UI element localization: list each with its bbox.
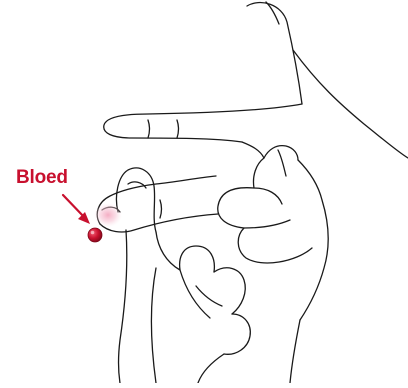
callout-arrow (63, 195, 90, 224)
blood-drop (88, 228, 102, 242)
puncture-glow (94, 203, 122, 227)
back-hand-palm-lower (298, 160, 328, 320)
front-hand-finger-crease (180, 270, 210, 318)
back-hand-knuckle-bump (278, 150, 286, 176)
front-hand-finger-crease-2 (196, 286, 222, 306)
back-hand-curled-finger (218, 158, 312, 263)
front-hand-thumb (116, 168, 156, 232)
front-hand-wrist (198, 354, 224, 383)
back-hand-index-crease-1 (148, 120, 150, 138)
back-hand-palm-edge (293, 50, 408, 158)
back-hand-curled-crease (254, 188, 282, 204)
front-hand-thumb-inner (119, 230, 127, 383)
back-hand-wrist-lower (290, 320, 300, 383)
front-hand-finger-1 (156, 232, 214, 272)
back-hand-index-finger (104, 104, 302, 142)
front-hand-finger-2 (214, 268, 245, 314)
front-hand-finger-3 (224, 314, 250, 354)
pricked-finger-crease (160, 200, 162, 218)
front-hand-palm-lower (152, 268, 157, 383)
back-hand-index-crease-2 (177, 120, 179, 138)
back-hand-thumb (247, 3, 302, 104)
blood-callout-label: Bloed (16, 167, 68, 189)
blood-drop-highlight (91, 231, 95, 235)
back-hand-knuckles (242, 142, 298, 160)
back-hand-curled-crease-2 (244, 220, 290, 228)
